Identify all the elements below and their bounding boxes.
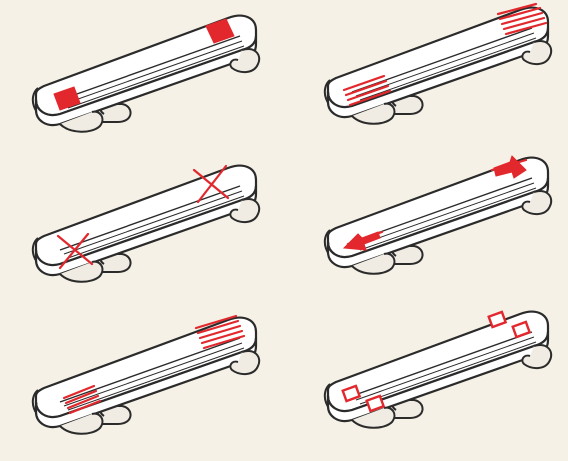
arrow-tab-left	[342, 230, 384, 251]
box-stitch-left	[341, 384, 386, 413]
strap-panel-e	[31, 314, 261, 435]
strap-panel-d	[323, 155, 553, 275]
stitch-stripes-right	[194, 314, 246, 350]
strap-panel-a	[31, 14, 261, 133]
cross-stitch-left	[56, 232, 94, 270]
stitch-stripes-left	[62, 384, 102, 415]
strap-panel-f	[323, 310, 553, 429]
box-stitch-right	[487, 310, 532, 339]
strap-panel-b	[323, 2, 553, 125]
stitch-stripes-right	[496, 2, 548, 36]
strap-panel-c	[31, 164, 261, 283]
stitch-bar-left	[53, 86, 81, 111]
cross-stitch-right	[192, 164, 230, 204]
arrow-tab-right	[490, 155, 528, 179]
stitch-bar-right	[205, 18, 235, 44]
stitch-stripes-left	[342, 74, 392, 107]
